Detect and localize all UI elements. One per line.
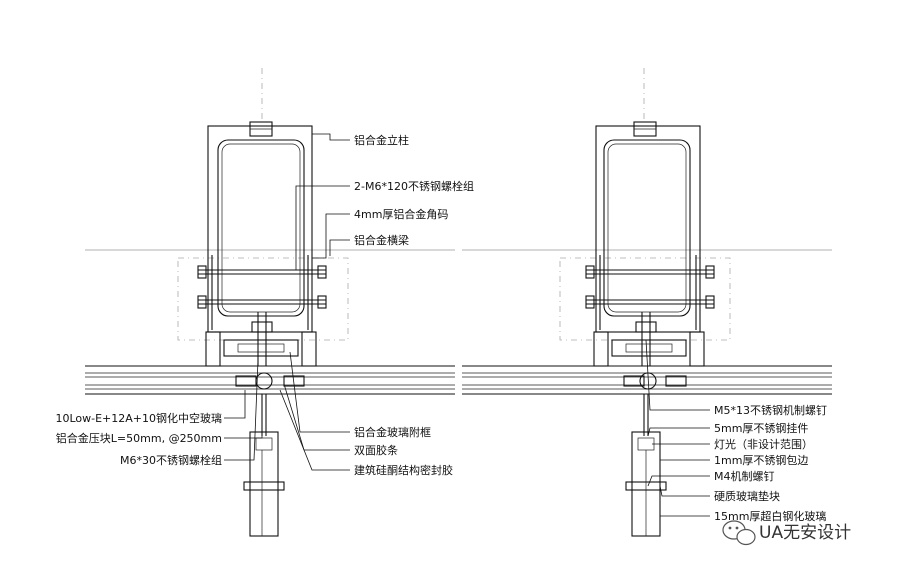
label-glass-spec: 10Low-E+12A+10钢化中空玻璃 (55, 411, 222, 425)
label-column: 铝合金立柱 (354, 133, 409, 147)
label-pad: 硬质玻璃垫块 (714, 489, 780, 503)
label-hanger: 5mm厚不锈钢挂件 (714, 421, 808, 435)
label-cladding: 1mm厚不锈钢包边 (714, 454, 808, 467)
label-m6-bolt: M6*30不锈钢螺栓组 (120, 453, 222, 467)
label-machine-screw: M5*13不锈钢机制螺钉 (714, 403, 827, 417)
left-leaders (224, 133, 350, 471)
glass-panel-lines (85, 249, 832, 395)
label-bolt-group: 2-M6*120不锈钢螺栓组 (354, 179, 474, 193)
watermark-text: UA无安设计 (759, 523, 851, 543)
label-glass-frame: 铝合金玻璃附框 (354, 425, 431, 439)
right-detail (585, 68, 715, 537)
label-light: 灯光（非设计范围） (714, 437, 813, 451)
wechat-icon (722, 520, 756, 546)
label-angle-code: 4mm厚铝合金角码 (354, 207, 448, 221)
label-press-block: 铝合金压块L=50mm, @250mm (56, 431, 222, 445)
label-sealant: 建筑硅酮结构密封胶 (354, 463, 453, 477)
watermark: UA无安设计 (722, 520, 851, 546)
label-transom: 铝合金横梁 (354, 233, 409, 247)
label-fin-glass: 15mm厚超白钢化玻璃 (714, 509, 826, 523)
right-leaders (645, 339, 710, 517)
label-m4-screw: M4机制螺钉 (714, 469, 775, 483)
label-tape: 双面胶条 (354, 443, 398, 457)
